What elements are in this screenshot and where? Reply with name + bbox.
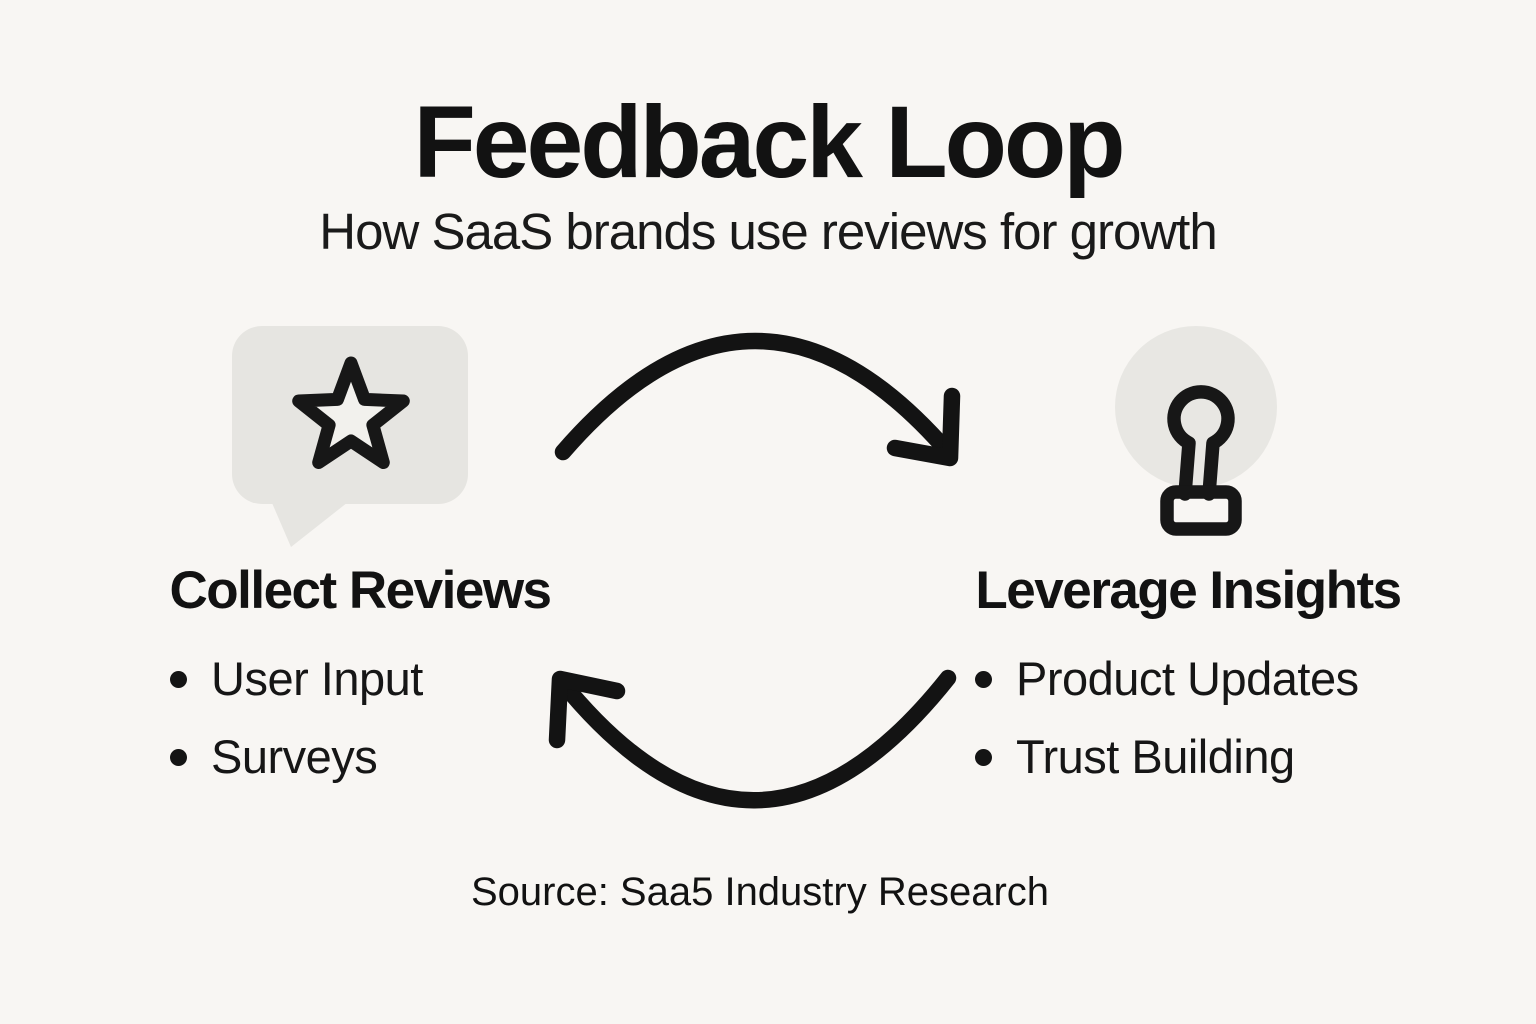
list-item: Trust Building: [975, 730, 1359, 784]
source-note: Source: Saa5 Industry Research: [470, 870, 1050, 914]
lightbulb-icon: [1115, 326, 1277, 536]
collect-reviews-list: User Input Surveys: [170, 652, 423, 784]
page-subtitle: How SaaS brands use reviews for growth: [319, 203, 1217, 260]
lightbulb-glow: [1115, 326, 1277, 488]
list-item: User Input: [170, 652, 423, 706]
bullet-dot: [975, 670, 992, 688]
bullet-dot: [170, 670, 187, 688]
lightbulb-bulb-outline: [1167, 385, 1235, 501]
list-item-label: User Input: [211, 652, 423, 705]
speech-bubble-tail: [266, 489, 362, 547]
bullet-dot: [975, 748, 992, 766]
list-item-label: Product Updates: [1016, 652, 1359, 705]
star-review-speech-bubble-icon: [232, 326, 468, 547]
list-item: Surveys: [170, 730, 423, 784]
bottom-arrow-curve: [552, 669, 957, 809]
bottom-arrow-head: [548, 670, 626, 749]
node-heading-leverage-insights: Leverage Insights: [975, 561, 1402, 620]
node-heading-collect-reviews: Collect Reviews: [169, 561, 552, 620]
list-item-label: Surveys: [211, 730, 378, 783]
top-arrow-head: [886, 387, 961, 467]
bottom-arrow-icon: [548, 669, 957, 809]
lightbulb-base: [1160, 485, 1242, 536]
leverage-insights-list: Product Updates Trust Building: [975, 652, 1359, 784]
top-arrow-curve: [554, 332, 957, 461]
top-arrow-icon: [554, 332, 961, 467]
page-title: Feedback Loop: [413, 85, 1125, 199]
list-item: Product Updates: [975, 652, 1359, 706]
star-icon: [292, 356, 410, 469]
bullet-dot: [170, 748, 187, 766]
list-item-label: Trust Building: [1016, 730, 1295, 783]
